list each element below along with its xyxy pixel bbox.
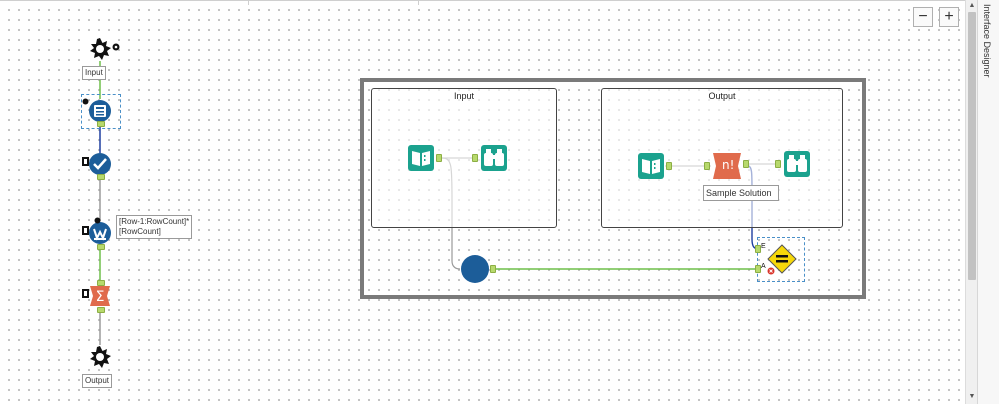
test-compare-tool-icon[interactable] [767,244,797,274]
input-anchor[interactable] [704,162,710,170]
input-anchor-a[interactable] [755,265,761,273]
output-anchor[interactable] [97,244,105,250]
generate-rows-tool-icon[interactable]: n! [711,151,743,181]
control-parameter-icon[interactable] [460,254,490,284]
output-anchor[interactable] [97,121,105,127]
vertical-scrollbar[interactable]: ▲ ▼ [965,0,977,404]
input-subcontainer-title: Input [453,91,475,101]
summarize-tool-icon[interactable]: Σ [88,284,112,308]
interface-designer-panel[interactable]: Interface Designer [977,0,999,404]
error-badge-icon [767,267,775,275]
question-badge-icon [94,217,101,224]
input-anchor[interactable] [775,160,781,168]
formula-label: [Row-1:RowCount]* [RowCount] [116,215,193,239]
generate-rows-tool-text: n! [722,158,735,172]
output-anchor[interactable] [97,307,105,313]
sample-solution-label: Sample Solution [703,185,779,201]
browse-binoculars-icon[interactable] [783,150,811,178]
output-anchor[interactable] [436,154,442,162]
zoom-out-button[interactable]: − [913,7,933,27]
output-anchor[interactable] [490,265,496,273]
tool-container[interactable] [360,78,866,299]
input-anchor[interactable] [472,154,478,162]
formula-label-line2: [RowCount] [119,227,161,236]
browse-binoculars-icon[interactable] [480,144,508,172]
scroll-down-icon[interactable]: ▼ [968,393,976,400]
input-data-book-icon[interactable] [407,144,435,172]
input-label: Input [82,66,106,80]
interface-tool-icon[interactable] [88,99,112,123]
scroll-up-icon[interactable]: ▲ [968,2,976,9]
input-data-book-icon[interactable] [637,152,665,180]
output-anchor[interactable] [97,174,105,180]
formula-label-line1: [Row-1:RowCount]* [119,217,190,226]
check-tool-icon[interactable] [88,152,112,176]
output-macro-icon[interactable] [88,345,112,369]
input-anchor[interactable] [97,280,105,286]
output-anchor[interactable] [666,162,672,170]
formula-tool-icon[interactable] [88,221,112,245]
zoom-in-button[interactable]: + [939,7,959,27]
scroll-thumb[interactable] [968,12,976,280]
workflow-canvas[interactable]: Input [Row-1:Row [0,0,965,404]
svg-text:Σ: Σ [96,289,105,305]
anchor-e-label: E [761,243,766,250]
macro-badge-icon [112,43,120,51]
input-anchor-e[interactable] [755,245,761,253]
selection-box [757,237,805,282]
anchor-a-label: A [761,263,766,270]
interface-badge-icon [82,289,89,298]
question-badge-icon [82,98,89,105]
interface-badge-icon [82,226,89,235]
selection-box [81,94,121,129]
output-label: Output [82,374,113,388]
input-macro-icon[interactable] [88,37,112,61]
interface-designer-tab[interactable]: Interface Designer [982,4,992,78]
output-anchor[interactable] [743,160,749,168]
input-subcontainer[interactable]: Input [371,88,557,228]
output-subcontainer-title: Output [708,91,736,101]
interface-badge-icon [82,157,89,166]
